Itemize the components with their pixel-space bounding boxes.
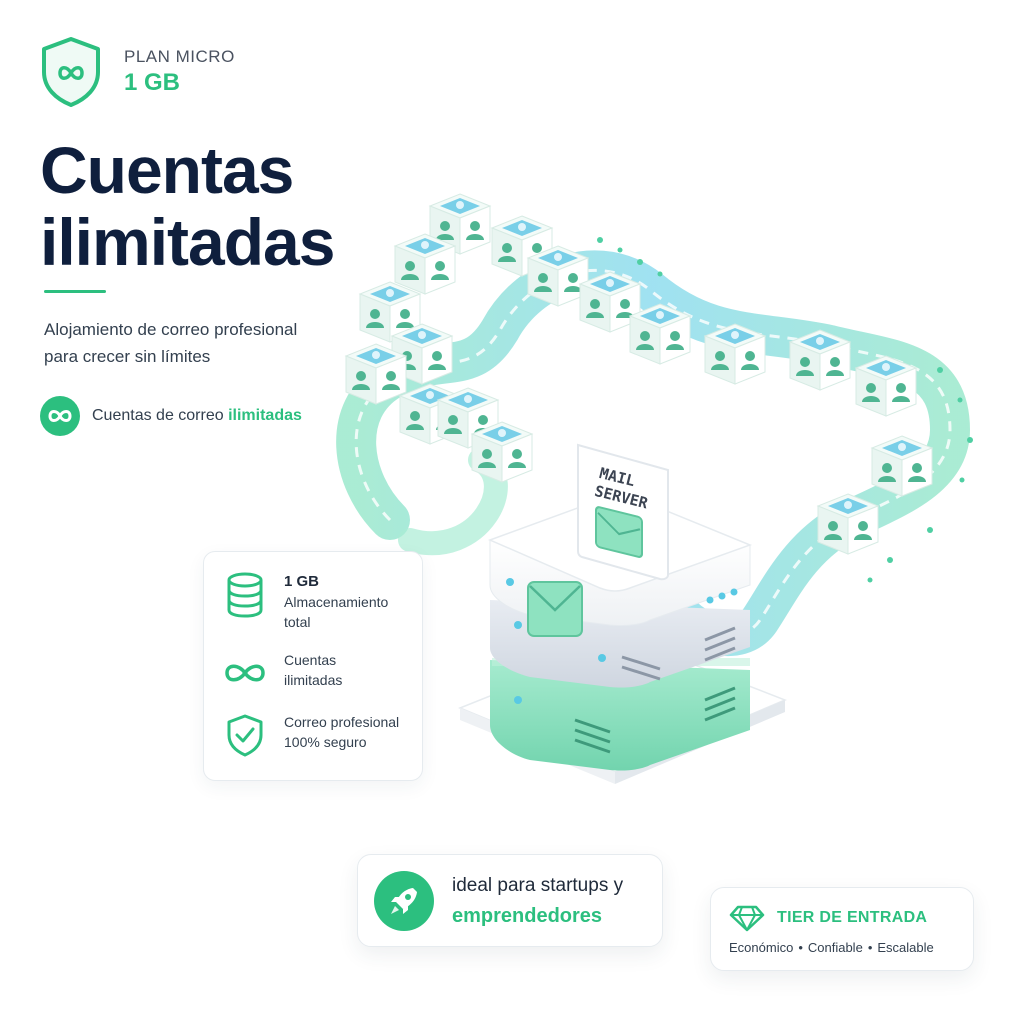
mail-server-sign: MAIL SERVER [577,443,669,581]
title-line-2: ilimitadas [40,205,335,279]
unlimited-accounts-pill: Cuentas de correo ilimitadas [40,396,302,436]
page-title: Cuentas ilimitadas [40,133,335,279]
feature-accounts: Cuentas ilimitadas [222,650,342,696]
feature-security-line-2: 100% seguro [284,734,367,750]
shield-check-icon [227,714,263,757]
startup-line-1: ideal para startups y [452,874,624,896]
rocket-badge [374,870,434,931]
mail-server-illustration: MAIL SERVER [336,193,973,784]
shield-infinity-icon [42,37,100,107]
feature-accounts-line-2: ilimitadas [284,672,343,688]
feature-storage-line-1: Almacenamiento [284,594,389,610]
envelope-icon [527,581,583,637]
infinity-badge [40,396,80,436]
pill-text-main: Cuentas de correo [92,407,224,424]
infinity-icon [48,410,72,422]
tier-tag: Económico [729,940,794,955]
subtitle-line-1: Alojamiento de correo profesional [44,320,298,339]
plan-label: PLAN MICRO [124,47,235,66]
feature-storage: 1 GB Almacenamiento total [222,572,388,632]
database-icon [227,572,263,618]
feature-storage-title: 1 GB [284,573,320,590]
title-divider [44,290,106,293]
pill-text-highlight: ilimitadas [228,407,302,424]
mail-server: MAIL SERVER [458,443,787,784]
subtitle: Alojamiento de correo profesional para c… [44,316,364,370]
feature-accounts-line-1: Cuentas [284,652,337,668]
rocket-icon [391,887,417,914]
startup-card: ideal para startups y emprendedores [357,854,663,947]
features-card: 1 GB Almacenamiento total Cuentas ilimit… [203,551,423,781]
feature-storage-line-2: total [284,614,311,630]
title-line-1: Cuentas [40,133,294,207]
feature-security-line-1: Correo profesional [284,714,400,730]
tier-tags: Económico•Confiable•Escalable [729,940,934,955]
tier-tag: Confiable [807,940,863,955]
tier-tag: Escalable [877,940,934,955]
diamond-icon [729,905,765,932]
plan-header: PLAN MICRO 1 GB [40,36,235,108]
feature-security: Correo profesional 100% seguro [222,712,399,758]
infinity-icon [225,664,265,682]
plan-size: 1 GB [124,69,181,96]
subtitle-line-2: para crecer sin límites [44,347,211,366]
startup-line-2: emprendedores [452,904,603,927]
pill-text: Cuentas de correo ilimitadas [92,407,302,425]
tier-card: TIER DE ENTRADA Económico•Confiable•Esca… [710,887,974,971]
sparkle-dots [597,237,973,583]
tier-title: TIER DE ENTRADA [777,909,928,926]
